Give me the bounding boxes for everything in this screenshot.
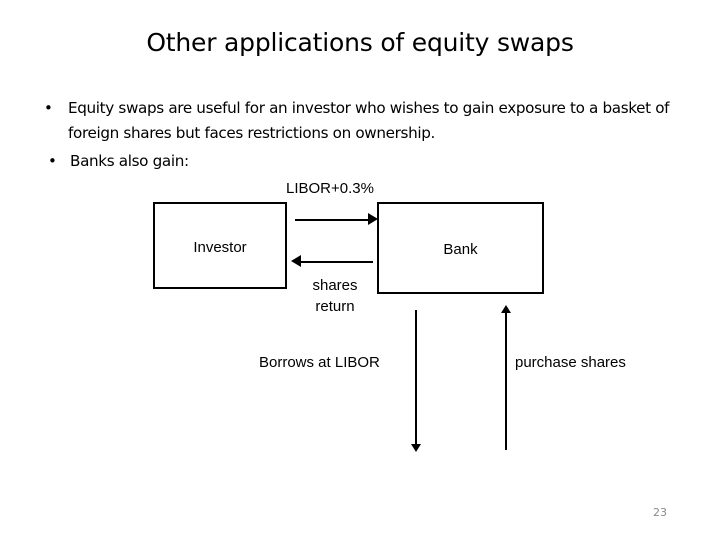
investor-box: Investor xyxy=(153,202,287,289)
libor-flow-label: LIBOR+0.3% xyxy=(286,180,374,197)
bullet-marker-icon: • xyxy=(48,152,57,170)
bank-box-label: Bank xyxy=(443,241,478,258)
bank-to-investor-arrow-line xyxy=(299,261,373,263)
investor-box-label: Investor xyxy=(193,239,247,256)
borrows-arrow-line xyxy=(415,310,417,447)
shares-return-flow-label: shares return xyxy=(312,277,358,315)
list-item: • Equity swaps are useful for an investo… xyxy=(36,96,684,146)
bank-box: Bank xyxy=(377,202,544,294)
borrows-at-libor-label: Borrows at LIBOR xyxy=(259,354,380,371)
investor-to-bank-arrow-line xyxy=(295,219,373,221)
bullet-marker-icon: • xyxy=(44,99,53,117)
purchase-arrow-line xyxy=(505,312,507,450)
list-item: • Banks also gain: xyxy=(36,149,684,174)
arrow-left-head-icon xyxy=(291,255,301,267)
arrow-up-head-icon xyxy=(501,305,511,313)
arrow-right-head-icon xyxy=(368,213,378,225)
bullet-text: Equity swaps are useful for an investor … xyxy=(68,99,670,142)
purchase-shares-label: purchase shares xyxy=(515,354,626,371)
page-number: 23 xyxy=(653,506,667,519)
bullet-list: • Equity swaps are useful for an investo… xyxy=(36,96,684,174)
arrow-down-head-icon xyxy=(411,444,421,452)
page-title: Other applications of equity swaps xyxy=(146,28,574,57)
bullet-text: Banks also gain: xyxy=(70,152,189,170)
